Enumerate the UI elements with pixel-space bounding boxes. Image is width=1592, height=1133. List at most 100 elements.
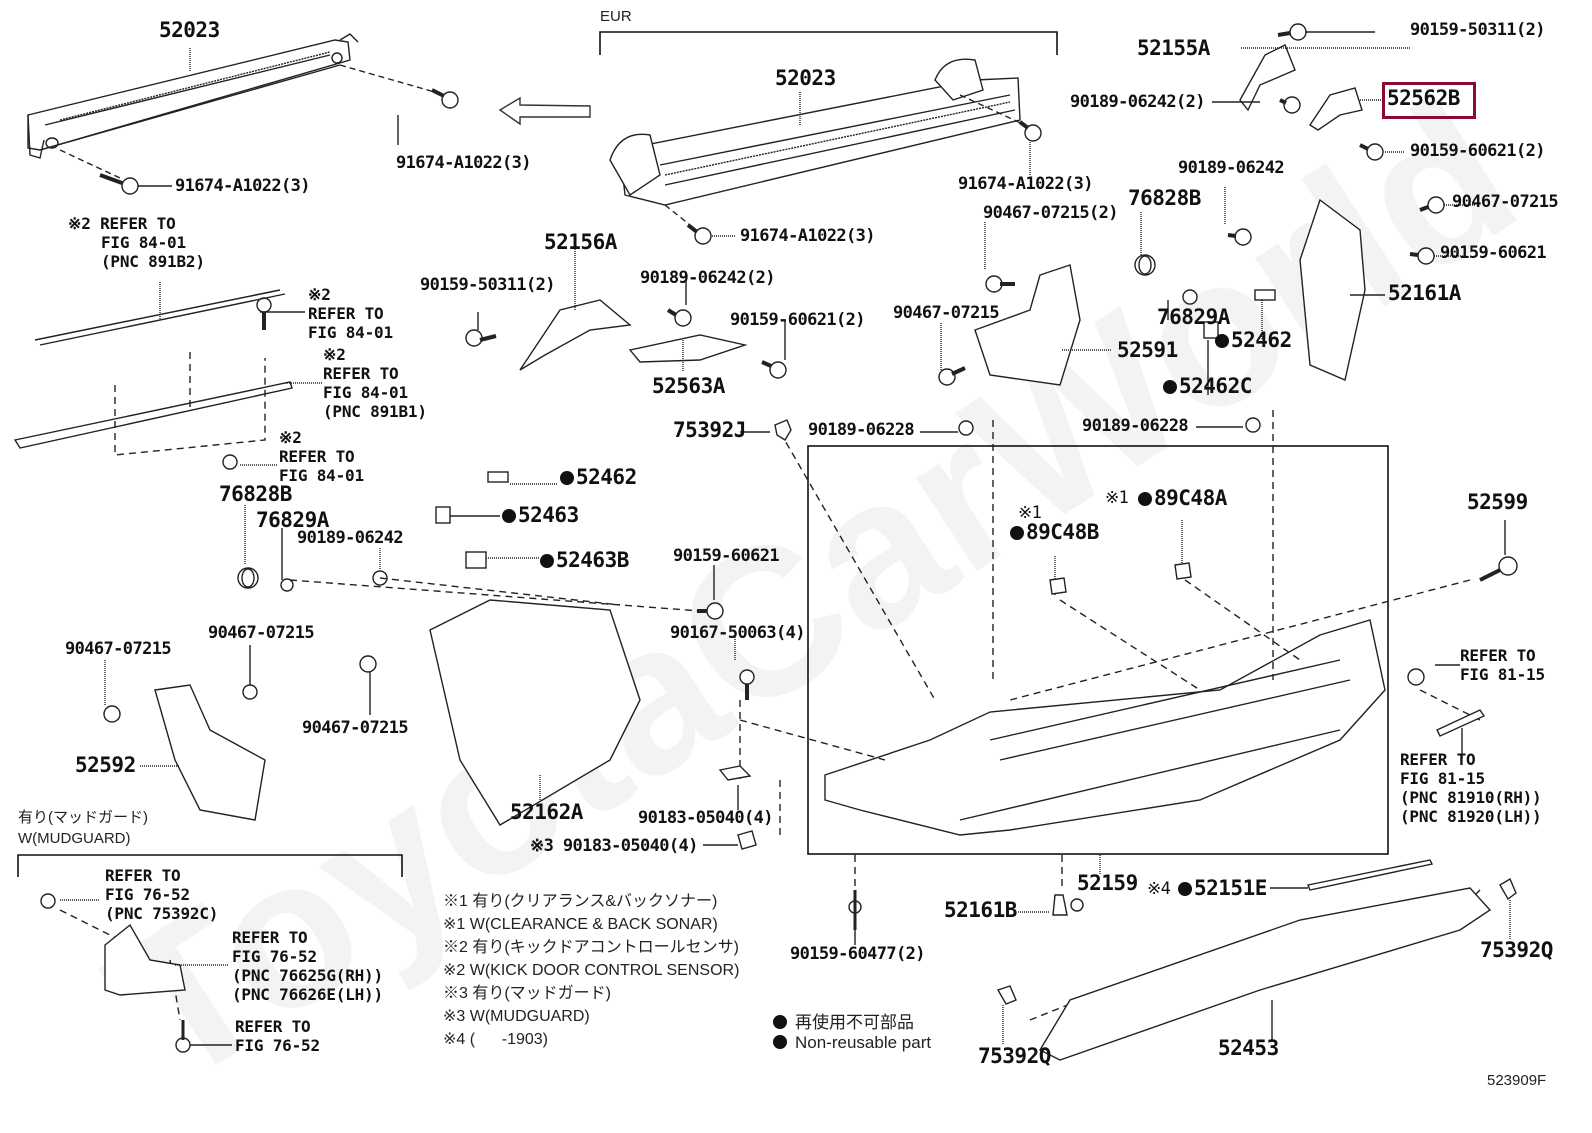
highlighted-part-frame	[1382, 82, 1476, 119]
part-label-90189-06242-2-right[interactable]: 90189-06242(2)	[1070, 92, 1205, 112]
bracket-drawings	[154, 44, 1366, 826]
part-label-52462C[interactable]: 52462C	[1163, 376, 1252, 397]
parts-diagram-drawing	[13, 23, 1518, 1061]
part-label-52023-eur[interactable]: 52023	[775, 66, 836, 90]
part-label-90467-07215-right[interactable]: 90467-07215	[1452, 192, 1559, 212]
part-label-90183-05040-mudguard[interactable]: ※3 90183-05040(4)	[530, 836, 698, 856]
part-label-90189-06242-left[interactable]: 90189-06242	[297, 528, 404, 548]
refer-fig-84-01-pnc-891B1[interactable]: ※2 REFER TO FIG 84-01 (PNC 891B1)	[323, 345, 427, 421]
bumper-reinforcement-left-drawing	[27, 33, 359, 159]
note-line: ※1 有り(クリアランス&バックソナー)	[443, 893, 718, 910]
part-label-52591[interactable]: 52591	[1117, 338, 1178, 362]
part-label-52161A[interactable]: 52161A	[1388, 281, 1461, 305]
part-label-76828B-right[interactable]: 76828B	[1128, 186, 1201, 210]
bumper-cover-group-frame	[807, 445, 1389, 855]
part-label-52563A[interactable]: 52563A	[652, 374, 725, 398]
non-reusable-dot-icon	[1138, 492, 1152, 506]
part-label-91674-A1022-left-a[interactable]: 91674-A1022(3)	[396, 153, 531, 173]
direction-arrow	[498, 96, 591, 126]
non-reusable-dot-icon	[1010, 526, 1024, 540]
part-label-90467-07215-mid[interactable]: 90467-07215	[893, 303, 1000, 323]
part-label-75392Q-right[interactable]: 75392Q	[1480, 938, 1553, 962]
note-marker-4: ※4	[1147, 879, 1171, 899]
part-label-90159-60621-mid[interactable]: 90159-60621	[673, 546, 780, 566]
bumper-reinforcement-eur-drawing	[609, 58, 1021, 206]
notes-block: ※1 有り(クリアランス&バックソナー) ※1 W(CLEARANCE & BA…	[443, 890, 739, 1051]
non-reusable-dot-icon	[502, 509, 516, 523]
part-label-52453[interactable]: 52453	[1218, 1036, 1279, 1060]
note-line: ※2 W(KICK DOOR CONTROL SENSOR)	[443, 962, 740, 979]
part-label-52463B[interactable]: 52463B	[540, 550, 629, 571]
part-label-90467-07215-c[interactable]: 90467-07215	[302, 718, 409, 738]
note-line: ※1 W(CLEARANCE & BACK SONAR)	[443, 916, 718, 933]
leader-line	[664, 204, 691, 226]
refer-fig-84-01-pnc-891B2[interactable]: ※2 REFER TO FIG 84-01 (PNC 891B2)	[68, 214, 205, 271]
non-reusable-dot-icon	[1163, 380, 1177, 394]
clip-icons	[241, 255, 1517, 1005]
refer-fig-84-01-clip[interactable]: ※2 REFER TO FIG 84-01	[279, 428, 364, 485]
legend-non-reusable-en: Non-reusable part	[773, 1033, 931, 1053]
part-label-52462-right[interactable]: 52462	[1215, 330, 1292, 351]
part-label-90159-60477[interactable]: 90159-60477(2)	[790, 944, 925, 964]
part-label-90159-50311-mid[interactable]: 90159-50311(2)	[420, 275, 555, 295]
note-marker-1: ※1	[1105, 488, 1129, 508]
part-label-89C48B[interactable]: 89C48B	[1010, 522, 1099, 543]
part-label-52592[interactable]: 52592	[75, 753, 136, 777]
part-label-52155A[interactable]: 52155A	[1137, 36, 1210, 60]
part-label-52599[interactable]: 52599	[1467, 490, 1528, 514]
part-label-76828B-left[interactable]: 76828B	[219, 482, 292, 506]
part-label-90189-06228-b[interactable]: 90189-06228	[1082, 416, 1189, 436]
part-label-52162A[interactable]: 52162A	[510, 800, 583, 824]
note-line: ※3 有り(マッドガード)	[443, 985, 612, 1002]
part-label-91674-A1022-eur-a[interactable]: 91674-A1022(3)	[958, 174, 1093, 194]
part-label-90467-07215-a[interactable]: 90467-07215	[65, 639, 172, 659]
figure-code: 523909F	[1487, 1072, 1547, 1089]
part-label-75392Q-left[interactable]: 75392Q	[978, 1044, 1051, 1068]
mudguard-group-bracket	[17, 854, 403, 877]
reflector-drawing	[1436, 709, 1486, 737]
leader-line	[339, 64, 446, 96]
refer-fig-76-52[interactable]: REFER TO FIG 76-52	[235, 1017, 320, 1055]
part-label-75392J[interactable]: 75392J	[673, 418, 746, 442]
bumper-cover-drawing	[824, 619, 1386, 836]
part-label-90159-60621-right[interactable]: 90159-60621	[1440, 243, 1547, 263]
part-label-52151E[interactable]: 52151E	[1178, 878, 1267, 899]
part-label-52462-mid[interactable]: 52462	[560, 467, 637, 488]
part-label-89C48A[interactable]: 89C48A	[1138, 488, 1227, 509]
part-label-90189-06242-right[interactable]: 90189-06242	[1178, 158, 1285, 178]
non-reusable-dot-icon	[1215, 334, 1229, 348]
non-reusable-dot-icon	[1178, 882, 1192, 896]
part-label-90189-06242-2-mid[interactable]: 90189-06242(2)	[640, 268, 775, 288]
leader-line	[59, 149, 121, 179]
part-label-90183-05040[interactable]: 90183-05040(4)	[638, 808, 773, 828]
part-label-52463[interactable]: 52463	[502, 505, 579, 526]
part-label-76829A-left[interactable]: 76829A	[256, 508, 329, 532]
non-reusable-dot-icon	[773, 1015, 787, 1029]
part-label-52161B[interactable]: 52161B	[944, 898, 1017, 922]
part-label-90467-07215-b[interactable]: 90467-07215	[208, 623, 315, 643]
part-label-52562B[interactable]: 52562B	[1387, 86, 1460, 110]
part-label-52156A[interactable]: 52156A	[544, 230, 617, 254]
note-marker-1: ※1	[1018, 503, 1042, 523]
leader-line	[959, 94, 1026, 126]
non-reusable-dot-icon	[560, 471, 574, 485]
part-label-90189-06228-a[interactable]: 90189-06228	[808, 420, 915, 440]
part-label-52159[interactable]: 52159	[1077, 871, 1138, 895]
refer-fig-81-15-pnc-81910[interactable]: REFER TO FIG 81-15 (PNC 81910(RH)) (PNC …	[1400, 750, 1542, 826]
part-label-90167-50063[interactable]: 90167-50063(4)	[670, 623, 805, 643]
part-label-90159-60621-2-mid[interactable]: 90159-60621(2)	[730, 310, 865, 330]
bolt-icons	[40, 23, 1518, 1053]
refer-fig-76-52-pnc-76625G[interactable]: REFER TO FIG 76-52 (PNC 76625G(RH)) (PNC…	[232, 928, 383, 1004]
part-label-90159-60621-2-right[interactable]: 90159-60621(2)	[1410, 141, 1545, 161]
refer-fig-76-52-pnc-75392C[interactable]: REFER TO FIG 76-52 (PNC 75392C)	[105, 866, 219, 923]
mudguard-label-jp: 有り(マッドガード)	[18, 809, 148, 826]
part-label-90467-07215-2[interactable]: 90467-07215(2)	[983, 203, 1118, 223]
part-label-52023-left[interactable]: 52023	[159, 18, 220, 42]
refer-fig-81-15[interactable]: REFER TO FIG 81-15	[1460, 646, 1545, 684]
part-label-90159-50311-right[interactable]: 90159-50311(2)	[1410, 20, 1545, 40]
refer-fig-84-01-screw[interactable]: ※2 REFER TO FIG 84-01	[308, 285, 393, 342]
part-label-91674-A1022-left-b[interactable]: 91674-A1022(3)	[175, 176, 310, 196]
note-line: ※2 有り(キックドアコントロールセンサ)	[443, 939, 740, 956]
part-label-91674-A1022-eur-b[interactable]: 91674-A1022(3)	[740, 226, 875, 246]
part-label-76829A-right[interactable]: 76829A	[1157, 305, 1230, 329]
